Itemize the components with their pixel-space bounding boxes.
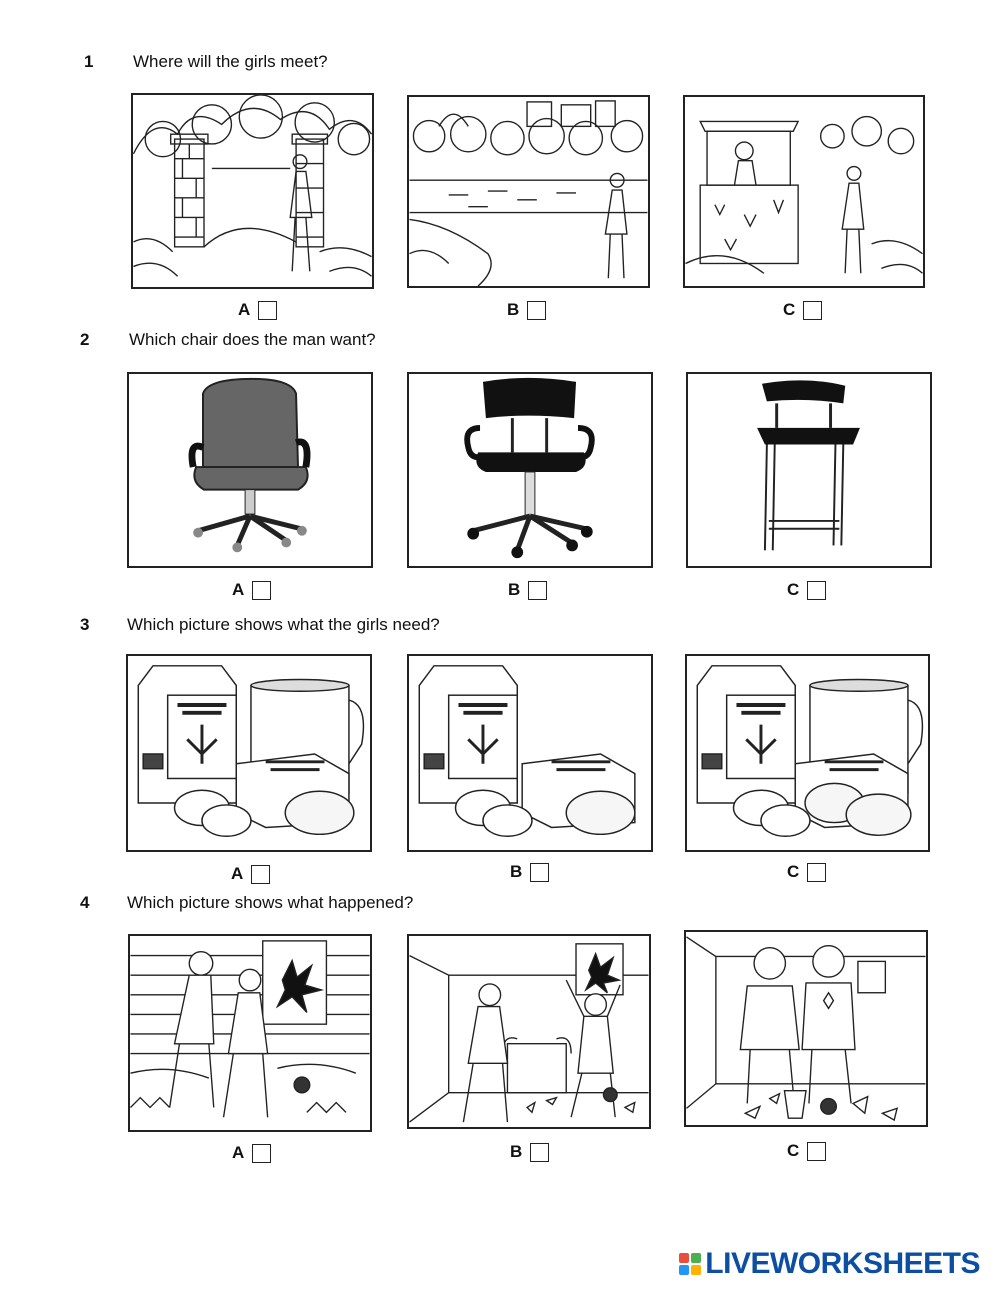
question-number: 3 [80, 615, 90, 634]
answer-checkbox[interactable] [258, 300, 278, 320]
option-letter: C [787, 1141, 800, 1160]
option-A: A [238, 300, 278, 320]
liveworksheets-brand: LIVEWORKSHEETS [679, 1247, 980, 1281]
answer-checkbox[interactable] [530, 1142, 550, 1162]
option-letter: A [231, 864, 244, 883]
answer-checkbox[interactable] [527, 300, 547, 320]
answer-checkbox[interactable] [251, 864, 271, 884]
option-C: C [787, 1141, 827, 1161]
brand-name: LIVEWORKSHEETS [705, 1247, 980, 1280]
answer-checkbox[interactable] [807, 862, 827, 882]
answer-checkbox[interactable] [530, 862, 550, 882]
option-B: B [510, 862, 550, 882]
option-letter: B [508, 580, 521, 599]
option-B: B [510, 1142, 550, 1162]
answer-checkbox[interactable] [252, 1143, 272, 1163]
question-text: Which chair does the man want? [129, 330, 376, 349]
option-A: A [231, 864, 271, 884]
option-letter: B [510, 862, 523, 881]
question-text: Which picture shows what happened? [127, 893, 414, 912]
option-B: B [507, 300, 547, 320]
groceries-two-lemons-illustration [685, 654, 930, 852]
question-text: Where will the girls meet? [133, 52, 328, 71]
bar-stool-illustration [686, 372, 932, 568]
question-number: 1 [84, 52, 94, 71]
option-letter: C [787, 862, 800, 881]
answer-checkbox[interactable] [252, 580, 272, 600]
option-letter: C [783, 300, 796, 319]
option-letter: B [510, 1142, 523, 1161]
answer-checkbox[interactable] [803, 300, 823, 320]
option-C: C [787, 862, 827, 882]
answer-checkbox[interactable] [807, 1141, 827, 1161]
question-number: 2 [80, 330, 90, 349]
groceries-with-jug-illustration [126, 654, 372, 852]
desk-chair-illustration [407, 372, 653, 568]
option-A: A [232, 1143, 272, 1163]
park-gate-illustration [131, 93, 374, 289]
option-letter: A [238, 300, 251, 319]
park-lake-illustration [407, 95, 650, 288]
broken-window-outside-illustration [128, 934, 372, 1132]
answer-checkbox[interactable] [528, 580, 548, 600]
broken-picture-inside-illustration [407, 934, 651, 1129]
option-letter: B [507, 300, 520, 319]
office-chair-illustration [127, 372, 373, 568]
option-C: C [783, 300, 823, 320]
option-letter: C [787, 580, 800, 599]
option-C: C [787, 580, 827, 600]
option-A: A [232, 580, 272, 600]
liveworksheets-logo-icon [679, 1253, 702, 1275]
option-letter: A [232, 1143, 245, 1162]
broken-glasses-inside-illustration [684, 930, 928, 1127]
question-text: Which picture shows what the girls need? [127, 615, 440, 634]
groceries-without-jug-illustration [407, 654, 653, 852]
answer-checkbox[interactable] [807, 580, 827, 600]
question-number: 4 [80, 893, 90, 912]
option-letter: A [232, 580, 245, 599]
option-B: B [508, 580, 548, 600]
ice-cream-kiosk-illustration [683, 95, 925, 288]
